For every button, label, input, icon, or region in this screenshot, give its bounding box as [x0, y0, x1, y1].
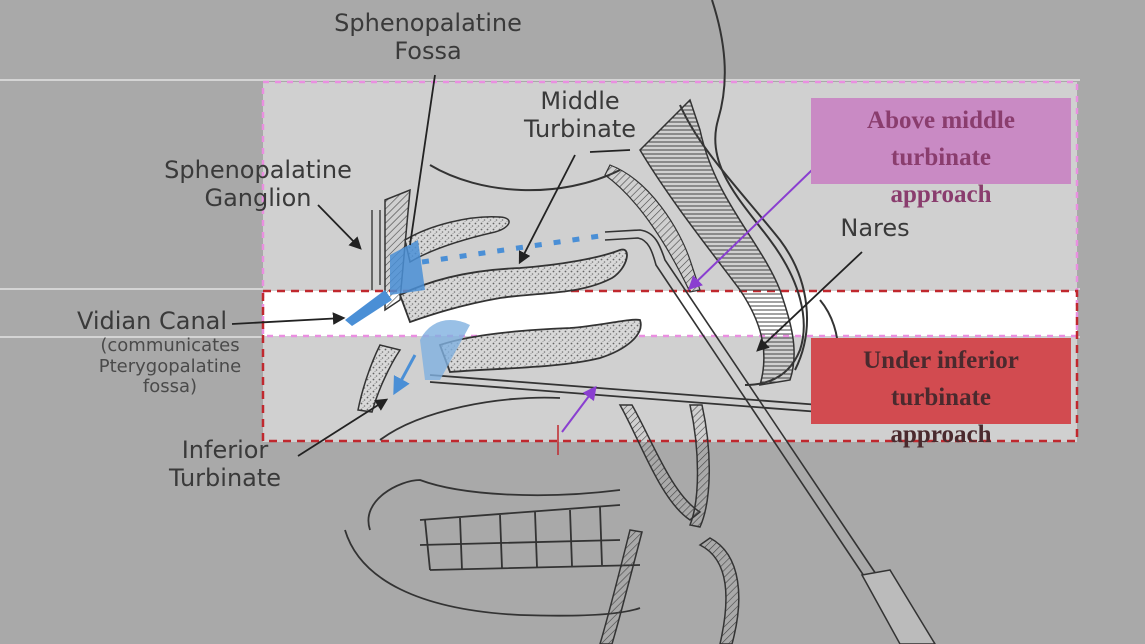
callout-line: turbinate [891, 144, 991, 171]
blue-fan-highlight [420, 320, 470, 380]
oropharynx-structures [599, 404, 740, 644]
label-line: Turbinate [523, 114, 637, 143]
label-inferior-turbinate: Inferior Turbinate [150, 436, 300, 492]
under-approach-region [261, 289, 1079, 443]
above-approach-arrow [687, 169, 813, 290]
label-line: Turbinate [168, 463, 282, 492]
label-line: Fossa [394, 36, 462, 65]
label-line: Ganglion [204, 183, 312, 212]
label-sphenopalatine-ganglion: Sphenopalatine Ganglion [148, 156, 368, 212]
sphenopalatine-ganglion-highlight [390, 240, 425, 295]
label-line: Pterygopalatine [98, 355, 242, 377]
inferior-turbinate [438, 318, 642, 373]
label-vidian-note: (communicates Pterygopalatine fossa) [70, 335, 270, 398]
label-vidian-canal: Vidian Canal [62, 307, 242, 336]
label-line: Sphenopalatine [164, 156, 352, 184]
label-line: (communicates [100, 335, 240, 356]
label-line: Sphenopalatine [334, 9, 522, 37]
instrument-handle [860, 569, 936, 644]
vidian-nerve-lines [371, 210, 381, 290]
label-line: Inferior [181, 436, 269, 464]
nasal-bone [639, 98, 795, 386]
callout-line: approach [890, 421, 992, 448]
callout-box-under [811, 338, 1071, 424]
palate-lines [379, 374, 821, 441]
label-line: fossa) [142, 376, 198, 398]
blue-arrow [393, 354, 417, 396]
callout-box-above [811, 98, 1071, 184]
label-nares: Nares [825, 214, 925, 243]
middle-turbinate [398, 248, 628, 324]
under-inferior-turbinate-callout: Under inferior turbinate approach [811, 338, 1071, 453]
superior-turbinate [404, 215, 510, 264]
label-pointers [231, 74, 863, 457]
callout-line: approach [890, 181, 992, 208]
label-line: Nares [840, 214, 910, 242]
under-approach-arrow [561, 385, 597, 433]
cartilage [604, 164, 701, 293]
above-approach-region [261, 80, 1079, 338]
callout-line: turbinate [891, 384, 991, 411]
above-middle-turbinate-callout: Above middle turbinate approach [811, 98, 1071, 213]
label-middle-turbinate: Middle Turbinate [505, 87, 655, 143]
callout-line: Under inferior [863, 347, 1019, 374]
label-line: Middle [540, 87, 620, 115]
label-sphenopalatine-fossa: Sphenopalatine Fossa [318, 9, 538, 65]
pharyngeal-wall [357, 344, 402, 413]
vidian-canal-highlight [345, 290, 392, 326]
label-line: Vidian Canal [76, 307, 228, 335]
callout-line: Above middle [867, 107, 1015, 134]
